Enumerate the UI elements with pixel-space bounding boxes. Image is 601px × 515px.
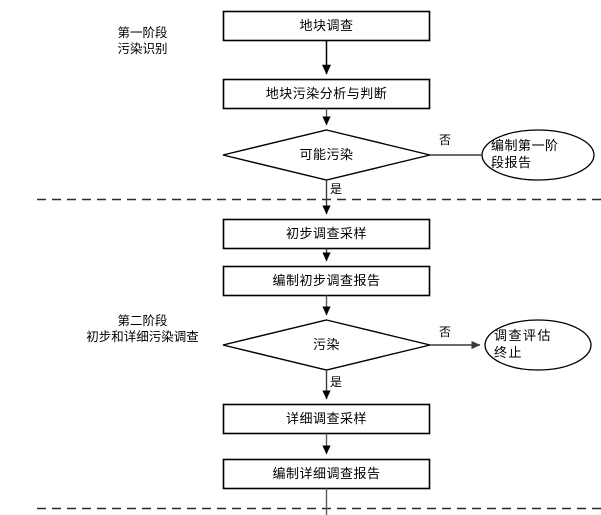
decision-possible-pollution-shape[interactable] [222, 129, 431, 181]
node-land-survey-shape[interactable] [222, 10, 431, 42]
edge-label-decision2-no: 否 [439, 325, 452, 339]
node-pollution-analysis-shape[interactable] [222, 78, 431, 110]
stage-label-phase-1: 第一阶段 污染识别 [117, 25, 168, 56]
decision-pollution-shape[interactable] [222, 319, 431, 371]
stage-label-phase-2: 第二阶段 初步和详细污染调查 [86, 313, 199, 344]
node-terminate-shape[interactable] [484, 319, 592, 371]
edge-label-decision2-yes: 是 [330, 375, 343, 389]
node-detailed-report-shape[interactable] [222, 458, 431, 490]
node-phase1-report-shape[interactable] [481, 129, 595, 181]
node-preliminary-report-shape[interactable] [222, 265, 431, 297]
node-detailed-sampling-shape[interactable] [222, 403, 431, 435]
edge-label-decision1-yes: 是 [330, 182, 343, 196]
node-preliminary-sampling-shape[interactable] [222, 218, 431, 250]
edge-label-decision1-no: 否 [439, 133, 452, 147]
